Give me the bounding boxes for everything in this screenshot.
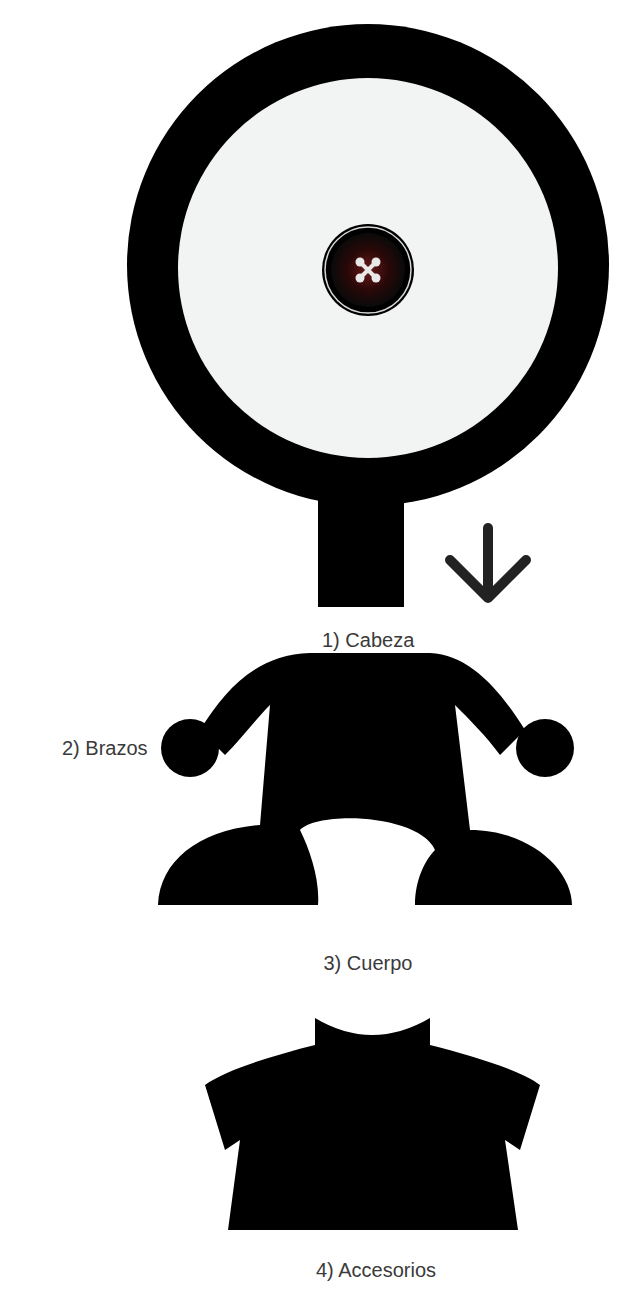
part-label: 2) Brazos xyxy=(62,736,148,760)
part-label: 4) Accesorios xyxy=(316,1258,436,1282)
shirt-accessory xyxy=(205,1018,540,1230)
part-label: 3) Cuerpo xyxy=(324,951,413,975)
down-arrow xyxy=(450,528,526,598)
button-eye xyxy=(322,224,414,316)
head-outer-ring xyxy=(127,24,609,506)
part-label: 1) Cabeza xyxy=(322,628,414,652)
head-face xyxy=(178,78,558,458)
body-silhouette xyxy=(158,653,574,905)
